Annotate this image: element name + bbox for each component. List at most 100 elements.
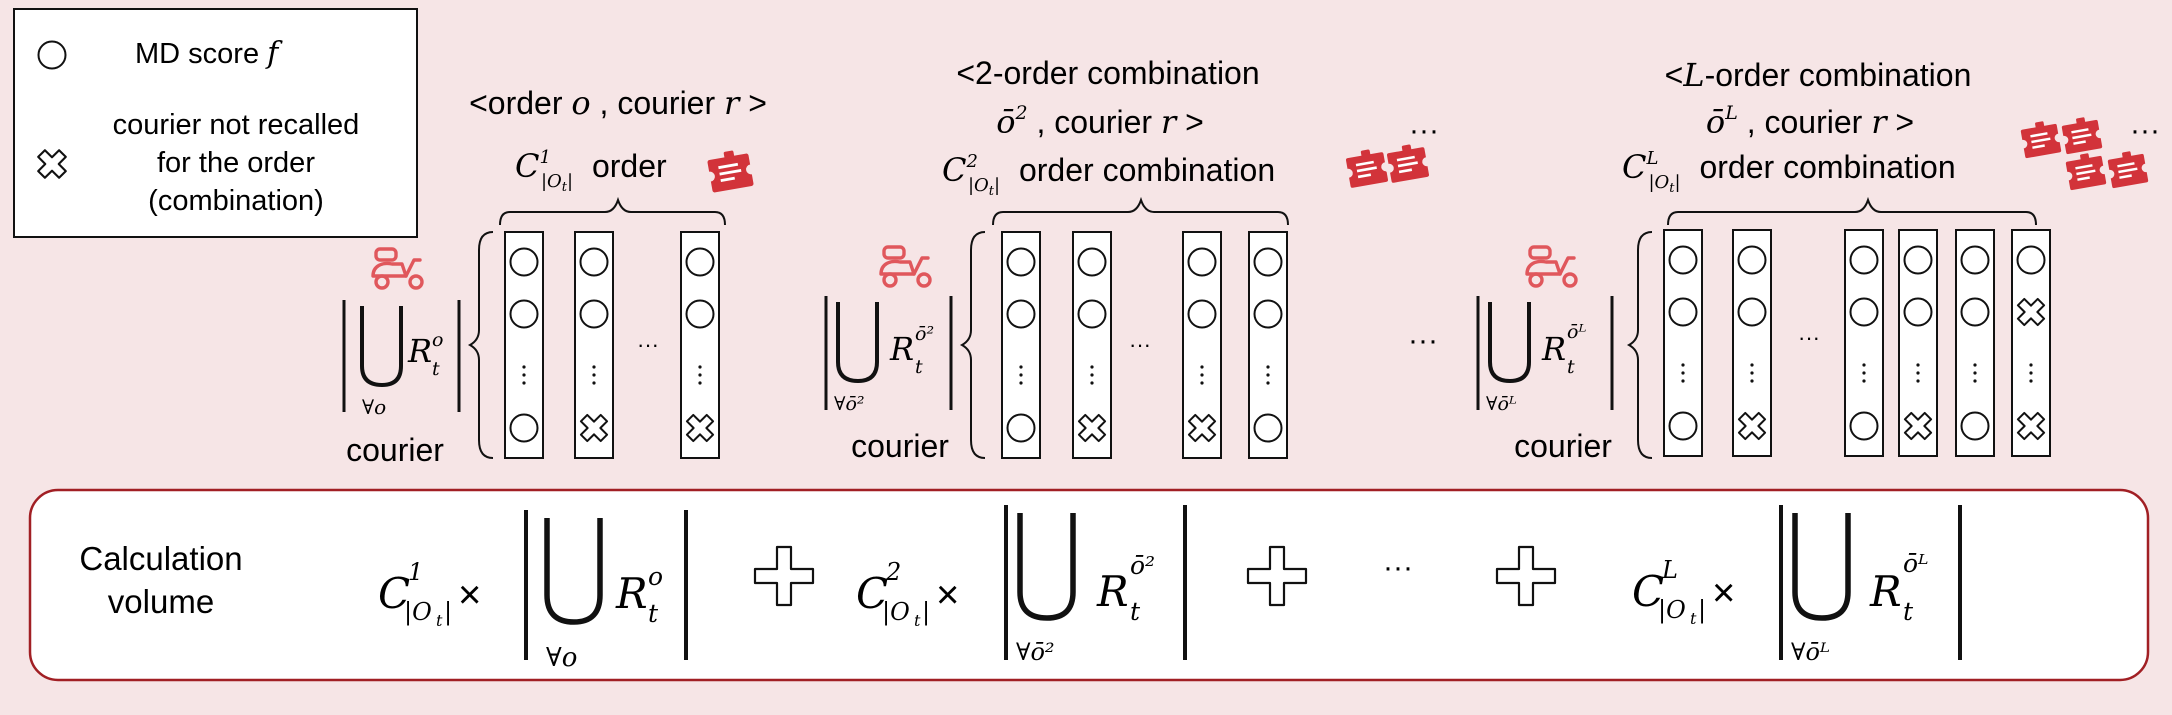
svg-text:C: C <box>378 569 410 618</box>
svg-text:ō²: ō² <box>915 323 934 345</box>
group-1: <order o , courier r > C1|Ot| order ∀o R… <box>342 84 767 468</box>
svg-text:|O: |O <box>1658 596 1686 625</box>
vertical-ellipsis-dot <box>1090 381 1094 385</box>
vertical-ellipsis-dot <box>1973 371 1977 375</box>
group-1-columns <box>504 231 720 459</box>
svg-text:ōᴸ: ōᴸ <box>1903 549 1929 578</box>
svg-text:|: | <box>1698 596 1706 625</box>
svg-text:t: t <box>914 611 921 630</box>
svg-text:∀ōᴸ: ∀ōᴸ <box>1486 393 1517 415</box>
svg-text:∀ō²: ∀ō² <box>1016 638 1055 666</box>
legend: MD score f courier not recalled for the … <box>13 8 418 238</box>
legend-cross-label-line3: (combination) <box>148 185 324 217</box>
svg-text:×: × <box>458 573 481 617</box>
group-1-courier-set: ∀o R o t <box>342 300 461 419</box>
vertical-ellipsis-dot <box>522 365 526 369</box>
svg-text:t: t <box>1567 356 1575 378</box>
svg-text:t: t <box>432 358 440 380</box>
svg-text:R: R <box>1541 330 1566 368</box>
svg-text:∀ōᴸ: ∀ōᴸ <box>1791 638 1830 666</box>
candidate-column <box>1001 231 1041 459</box>
between-groups-ellipsis: ··· <box>1408 324 1438 357</box>
vertical-ellipsis-dot <box>522 373 526 377</box>
scooter-icon <box>1525 245 1578 288</box>
formula-label-line2: volume <box>108 583 214 620</box>
group-1-title-line1: <order o , courier r > <box>469 84 767 122</box>
group-3-count-label: CL|Ot| order combination <box>1622 148 1956 196</box>
vertical-ellipsis-dot <box>1200 373 1204 377</box>
svg-text:o: o <box>648 562 663 591</box>
group-2-left-brace <box>959 231 986 459</box>
group-3-courier-set: ∀ōᴸ R ōᴸ t <box>1476 296 1614 415</box>
group-2-columns-ellipsis: ··· <box>1129 332 1151 357</box>
vertical-ellipsis-dot <box>1019 381 1023 385</box>
svg-text:L: L <box>1661 556 1678 584</box>
candidate-column <box>1844 229 1884 457</box>
vertical-ellipsis-dot <box>1916 371 1920 375</box>
group-3-columns <box>1663 229 2051 457</box>
group-3-left-brace <box>1626 231 1653 459</box>
vertical-ellipsis-dot <box>522 381 526 385</box>
svg-text:R: R <box>1869 567 1902 616</box>
group-2-more-ellipsis: ··· <box>1409 114 1439 147</box>
vertical-ellipsis-dot <box>1862 363 1866 367</box>
order-tickets-icon <box>1383 143 1433 184</box>
vertical-ellipsis-dot <box>1266 365 1270 369</box>
formula-term-2: C 2 |O t | × ∀ō² R ō² t <box>856 505 1187 666</box>
scooter-icon <box>879 245 932 288</box>
calculation-volume-box: Calculation volume C 1 |O t | × ∀o R o t… <box>28 488 2150 682</box>
group-3-top-brace <box>1667 196 2037 226</box>
svg-text:∀o: ∀o <box>546 643 577 673</box>
group-2-columns <box>1001 231 1288 459</box>
vertical-ellipsis-dot <box>1973 363 1977 367</box>
group-1-columns-ellipsis: ··· <box>637 332 659 357</box>
formula-term-3: C L |O t | × ∀ōᴸ R ōᴸ t <box>1632 505 1962 666</box>
group-2-courier-set: ∀ō² R ō² t <box>824 296 953 415</box>
order-tickets-icon <box>2017 120 2065 160</box>
svg-text:t: t <box>1903 597 1914 626</box>
vertical-ellipsis-dot <box>592 381 596 385</box>
svg-text:R: R <box>889 330 914 368</box>
svg-text:t: t <box>648 599 659 628</box>
vertical-ellipsis-dot <box>1019 365 1023 369</box>
svg-text:R: R <box>1096 567 1129 616</box>
vertical-ellipsis-dot <box>2029 371 2033 375</box>
formula-label-line1: Calculation <box>79 540 242 577</box>
svg-text:ō²: ō² <box>1130 551 1155 580</box>
candidate-column <box>1955 229 1995 457</box>
svg-text:∀ō²: ∀ō² <box>834 393 865 415</box>
svg-text:×: × <box>936 573 959 617</box>
group-1-count-label: C1|Ot| order <box>515 147 667 195</box>
vertical-ellipsis-dot <box>698 381 702 385</box>
group-2-count-label: C2|Ot| order combination <box>942 151 1275 199</box>
svg-text:×: × <box>1712 571 1735 615</box>
svg-text:|O: |O <box>882 598 910 627</box>
svg-text:R: R <box>407 332 432 370</box>
svg-text:C: C <box>1632 567 1664 616</box>
vertical-ellipsis-dot <box>1200 381 1204 385</box>
legend-cross-label-line2: for the order <box>157 147 315 179</box>
group-3: <L-order combination ōL , courier r > CL… <box>1476 56 2160 464</box>
vertical-ellipsis-dot <box>1916 379 1920 383</box>
svg-text:|O: |O <box>404 598 432 627</box>
svg-text:2: 2 <box>885 558 901 586</box>
vertical-ellipsis-dot <box>1090 365 1094 369</box>
group-2-title-line1: <2-order combination <box>956 55 1259 91</box>
scooter-icon <box>371 247 424 290</box>
order-tickets-icon <box>703 150 758 194</box>
vertical-ellipsis-dot <box>592 365 596 369</box>
vertical-ellipsis-dot <box>2029 363 2033 367</box>
formula-ellipsis: ··· <box>1383 551 1413 584</box>
vertical-ellipsis-dot <box>1973 379 1977 383</box>
legend-circle-label: MD score f <box>135 36 283 71</box>
group-3-title-line2: ōL , courier r > <box>1706 102 1914 141</box>
svg-text:t: t <box>436 611 443 630</box>
svg-text:C: C <box>856 569 888 618</box>
group-2-title-line2: ō2 , courier r > <box>996 102 1204 141</box>
order-tickets-icon <box>2058 116 2106 156</box>
svg-text:t: t <box>915 356 923 378</box>
vertical-ellipsis-dot <box>1862 379 1866 383</box>
vertical-ellipsis-dot <box>698 373 702 377</box>
